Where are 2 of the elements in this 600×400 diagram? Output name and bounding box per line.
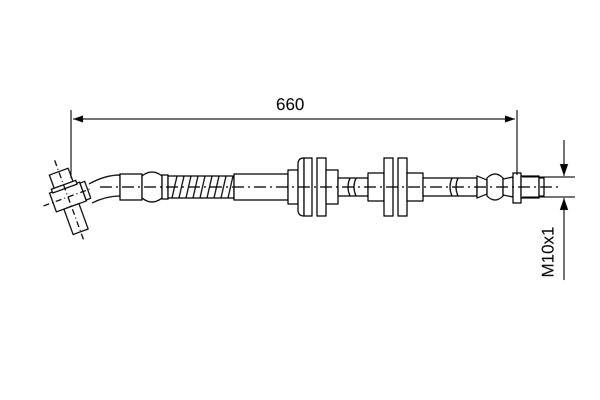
dimension-label: 660 xyxy=(276,96,304,113)
thread-label: M10x1 xyxy=(540,226,556,278)
